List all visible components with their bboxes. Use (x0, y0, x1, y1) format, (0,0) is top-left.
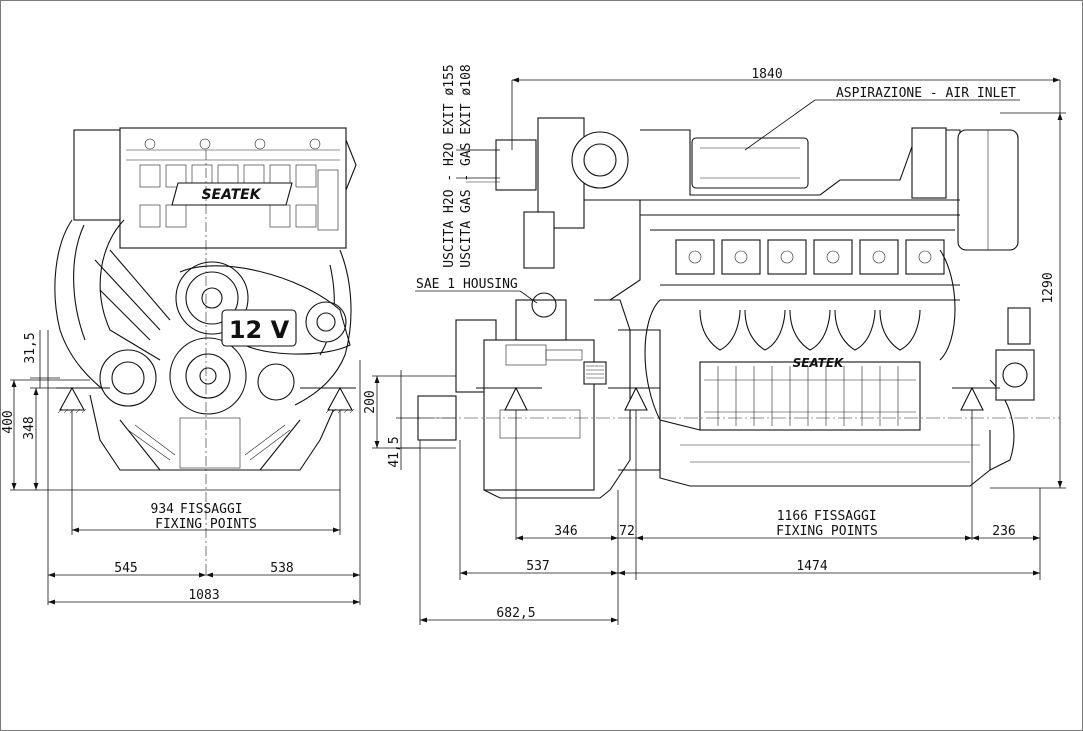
dim-front-height-400: 400 (1, 410, 16, 433)
dim-side-fixing-label-en: FIXING POINTS (776, 524, 878, 539)
sae-housing-label: SAE 1 HOUSING (416, 277, 518, 292)
dim-side-682-5: 682,5 (496, 606, 535, 621)
dim-side-fixing-value: 1166 (777, 509, 808, 524)
dim-front-fixing-value: 934 (151, 502, 175, 517)
dim-front-right-half: 538 (270, 561, 293, 576)
dim-side-41-5: 41,5 (387, 436, 402, 467)
dim-side-200: 200 (363, 390, 378, 413)
dim-side-fixing-label-it: FISSAGGI (814, 509, 877, 524)
front-logo: SEATEK (201, 187, 261, 203)
dim-side-346: 346 (554, 524, 577, 539)
h2o-exit-label: USCITA H2O - H2O EXIT ø155 (442, 64, 457, 268)
dim-front-height-348: 348 (22, 416, 37, 439)
front-view-engine (54, 127, 357, 575)
dim-side-236: 236 (992, 524, 1015, 539)
side-dimension-arrows (374, 77, 1063, 623)
side-view-engine (417, 117, 1060, 499)
front-dimension-arrows (11, 380, 360, 605)
dim-front-height-31-5: 31,5 (23, 332, 38, 363)
dim-front-left-half: 545 (114, 561, 137, 576)
dim-front-fixing-label-en: FIXING POINTS (155, 517, 257, 532)
dim-side-height: 1290 (1041, 272, 1056, 303)
dim-side-72: 72 (619, 524, 635, 539)
air-inlet-label: ASPIRAZIONE - AIR INLET (836, 86, 1016, 101)
gas-exit-label: USCITA GAS - GAS EXIT ø108 (459, 64, 474, 268)
dim-front-fixing-label-it: FISSAGGI (180, 502, 243, 517)
side-logo: SEATEK (793, 356, 845, 370)
dim-front-total-width: 1083 (188, 588, 219, 603)
dim-side-537: 537 (526, 559, 549, 574)
dim-side-total-length: 1840 (751, 67, 782, 82)
dim-side-1474: 1474 (796, 559, 827, 574)
side-view-dimensions (372, 79, 1066, 625)
cylinder-label: 12 V (229, 316, 290, 344)
